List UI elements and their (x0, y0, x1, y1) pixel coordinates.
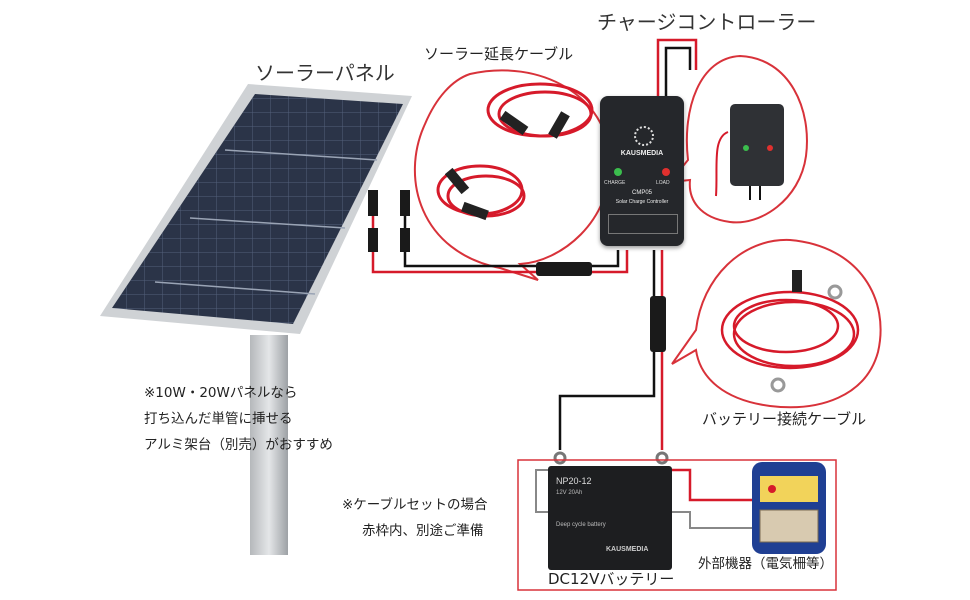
note-line: 打ち込んだ単管に挿せる (144, 411, 293, 427)
battery-kind: Deep cycle battery (556, 522, 606, 528)
note-line: ※ケーブルセットの場合 (342, 497, 488, 513)
controller-model: CMP05 (631, 190, 652, 196)
mounting-pole (250, 335, 288, 555)
controller-callout (667, 54, 808, 224)
battery-cable-callout (671, 238, 882, 409)
battery-model: NP20-12 (556, 476, 592, 486)
note-line: ※10W・20Wパネルなら (144, 385, 298, 401)
controller-logo-icon (634, 126, 654, 146)
note-line: 赤枠内、別途ご準備 (362, 523, 484, 539)
battery: NP20-12 12V 20Ah Deep cycle battery KAUS… (548, 466, 672, 570)
load-label: LOAD (656, 180, 670, 186)
battery-label: DC12Vバッテリー (548, 570, 675, 588)
terminal-block (608, 214, 678, 234)
controller-thumbnail (715, 104, 784, 200)
solar-panel (100, 84, 412, 334)
charge-controller: KAUSMEDIA CHARGE LOAD CMP05 Solar Charge… (600, 96, 684, 246)
battery-brand: KAUSMEDIA (606, 546, 649, 553)
battery-cable-label: バッテリー接続ケーブル (702, 410, 867, 428)
external-device-label: 外部機器（電気柵等） (698, 556, 833, 572)
battery-spec: 12V 20Ah (556, 490, 583, 496)
panel-mount-note: ※10W・20Wパネルなら 打ち込んだ単管に挿せる アルミ架台（別売）がおすすめ (144, 380, 333, 458)
extension-cable-label: ソーラー延長ケーブル (424, 45, 574, 63)
extension-cable-coil (436, 82, 594, 218)
solar-panel-label: ソーラーパネル (255, 61, 395, 85)
user-supplied-frame (517, 459, 837, 591)
charge-label: CHARGE (604, 180, 626, 186)
load-led-icon (662, 168, 670, 176)
note-line: アルミ架台（別売）がおすすめ (144, 437, 333, 453)
cable-set-note: ※ケーブルセットの場合 赤枠内、別途ご準備 (342, 492, 488, 544)
charge-led-icon (614, 168, 622, 176)
controller-subtitle: Solar Charge Controller (615, 199, 669, 205)
controller-brand: KAUSMEDIA (620, 150, 664, 157)
charge-controller-label: チャージコントローラー (597, 10, 817, 34)
battery-cable-coil (720, 290, 860, 370)
electric-fence-energizer (752, 462, 826, 554)
